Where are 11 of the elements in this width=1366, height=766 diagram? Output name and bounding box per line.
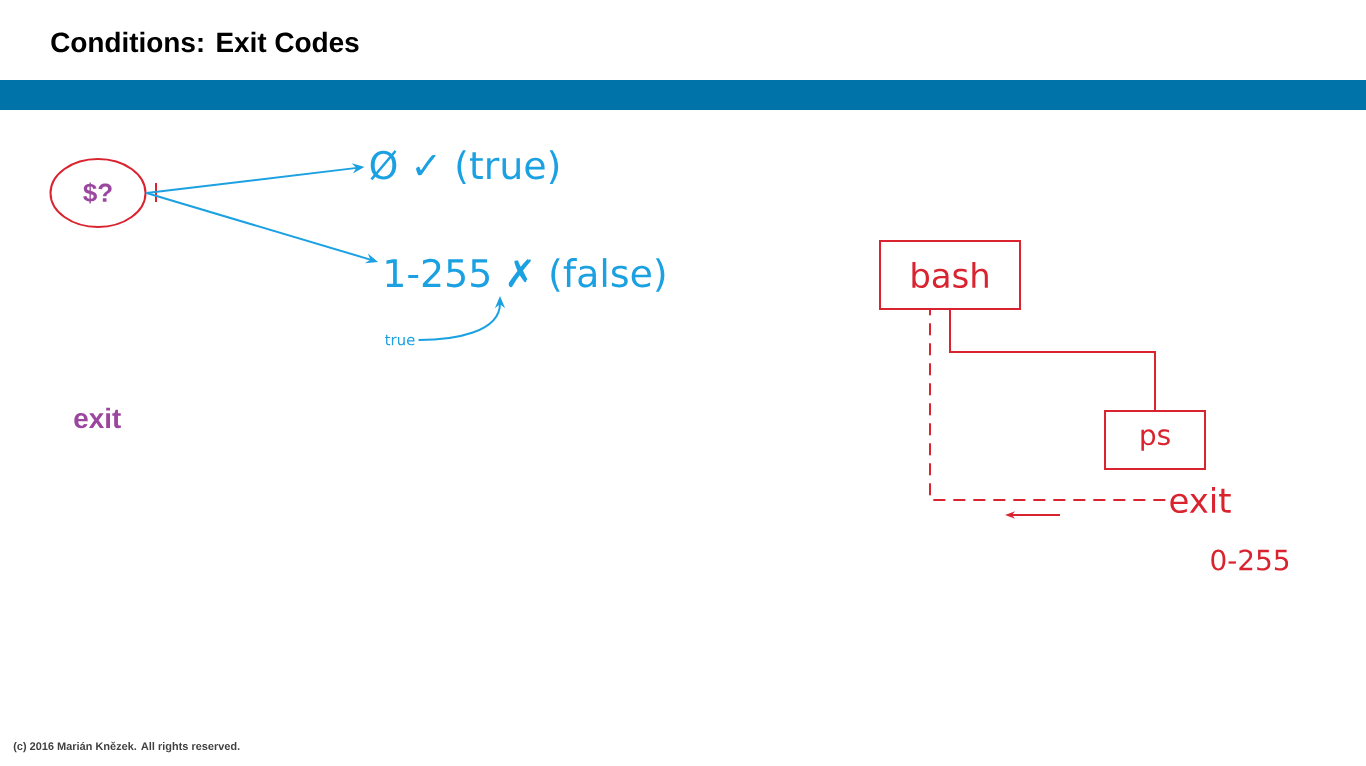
- handwritten-text: true: [385, 334, 415, 346]
- slide-title: Conditions: Exit Codes: [51, 31, 359, 53]
- handwritten-text: exit: [1170, 486, 1231, 514]
- handwritten-text: 1-255 ✗ (false): [386, 258, 665, 292]
- process-box: ps: [1104, 410, 1206, 470]
- handwritten-text: 0-255: [1211, 549, 1289, 571]
- keyword-text: exit: [74, 407, 121, 429]
- handwritten-text: Ø ✓ (true): [370, 150, 559, 184]
- circle-label: $?: [49, 158, 147, 228]
- process-box: bash: [879, 240, 1021, 310]
- copyright-note: (c) 2016 Marián Knězek. All rights reserved.: [13, 741, 240, 753]
